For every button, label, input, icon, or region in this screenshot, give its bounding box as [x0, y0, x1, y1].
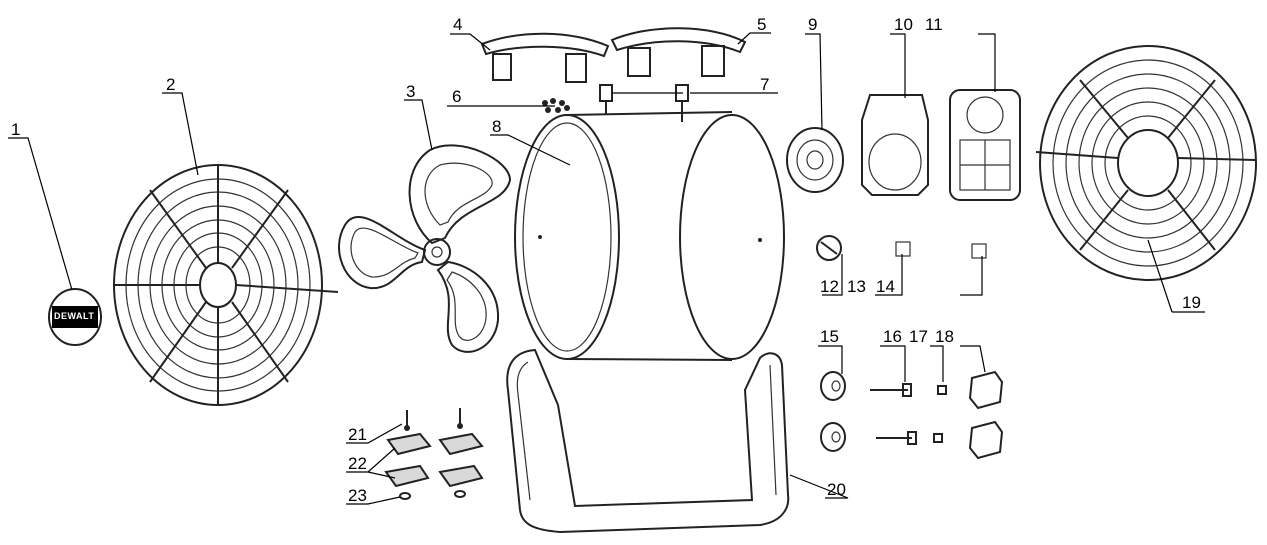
callout-10: 10	[894, 15, 913, 34]
part-23-washers	[399, 490, 466, 500]
part-9-motor	[786, 127, 844, 193]
part-1-logo-badge	[48, 288, 102, 346]
callout-18: 18	[935, 327, 954, 346]
callout-12: 12	[820, 277, 839, 296]
callout-21: 21	[348, 425, 367, 444]
part-10-motor-cover	[861, 94, 929, 196]
callout-20: 20	[827, 480, 846, 499]
callout-3: 3	[406, 82, 416, 101]
part-6-screws	[542, 98, 570, 113]
callout-6: 6	[452, 87, 462, 106]
callout-16: 16	[883, 327, 902, 346]
part-16-bolts	[870, 383, 917, 445]
part-7-brackets	[599, 84, 689, 122]
callout-8: 8	[492, 117, 502, 136]
callout-19: 19	[1182, 293, 1201, 312]
callout-5: 5	[757, 15, 767, 34]
part-3-fan-blade	[338, 144, 512, 353]
leader-lines	[8, 32, 1205, 505]
callout-9: 9	[808, 15, 818, 34]
part-20-stand-frame	[506, 348, 790, 534]
callout-14: 14	[876, 277, 895, 296]
part-8-drum-housing	[514, 111, 785, 361]
part-17-nuts	[933, 385, 947, 443]
part-11-switch-box	[949, 89, 1021, 201]
callout-15: 15	[820, 327, 839, 346]
callout-7: 7	[760, 75, 770, 94]
part-13-small-piece	[971, 243, 987, 259]
part-2-front-grille	[113, 164, 339, 406]
callout-22: 22	[348, 454, 367, 473]
callout-2: 2	[166, 75, 176, 94]
part-12-knob	[816, 235, 842, 261]
part-15-wheels	[820, 371, 846, 452]
part-19-rear-grille	[1035, 45, 1257, 281]
part-5-handle-right	[610, 27, 747, 77]
logo-text: DEWALT	[54, 311, 95, 321]
callout-23: 23	[348, 486, 367, 505]
callout-4: 4	[453, 15, 463, 34]
part-18-caps	[968, 370, 1004, 460]
callout-1: 1	[11, 120, 21, 139]
callout-17: 17	[909, 327, 928, 346]
callout-11: 11	[925, 15, 943, 34]
part-14-small-piece	[895, 241, 911, 257]
part-22-feet	[384, 432, 484, 488]
part-4-handle-left	[480, 32, 610, 83]
part-21-screws	[404, 408, 463, 431]
callout-13: 13	[847, 277, 866, 296]
